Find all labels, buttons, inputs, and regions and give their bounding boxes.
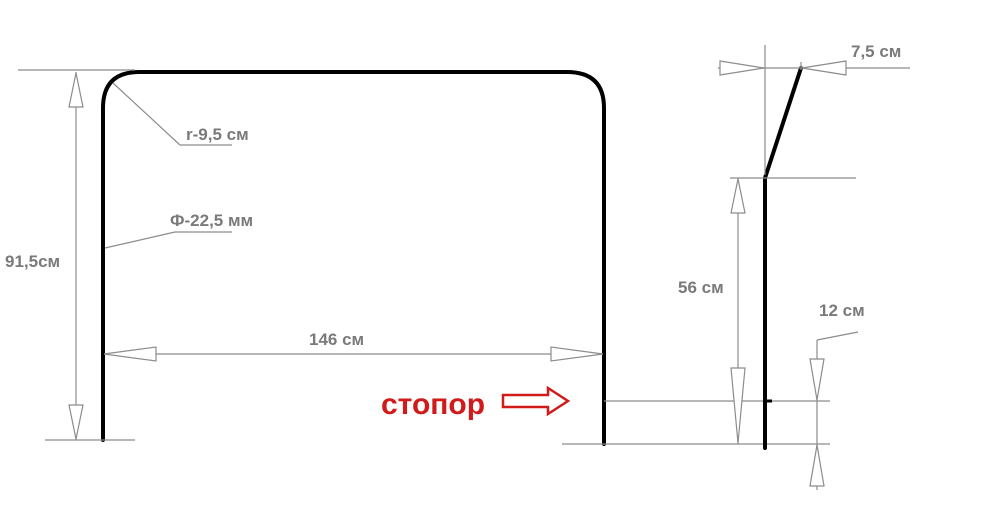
diameter-leader-line xyxy=(104,231,176,249)
height-label: 91,5см xyxy=(5,252,60,271)
width-label: 146 см xyxy=(309,330,364,349)
front-frame-tube xyxy=(101,70,606,446)
post-height-arrow-top xyxy=(730,178,746,214)
offset-arrow-right xyxy=(801,60,847,76)
stopper-label: стопор xyxy=(381,388,485,421)
stopper-arrow xyxy=(501,385,571,417)
stopper-height-arrow-top xyxy=(809,358,825,401)
post-height-label: 56 см xyxy=(678,278,724,297)
offset-arrow-left xyxy=(719,60,765,76)
stopper-height-leader xyxy=(816,331,859,341)
stopper-height-arrow-bottom xyxy=(809,444,825,487)
side-frame-tube xyxy=(763,66,803,450)
radius-label: r-9,5 см xyxy=(186,125,249,144)
stopper-height-label: 12 см xyxy=(819,301,865,320)
post-height-arrow-bottom xyxy=(730,367,746,444)
radius-leader-line xyxy=(112,82,181,146)
height-arrow-top xyxy=(68,72,84,108)
height-arrow-bottom xyxy=(68,404,84,440)
width-arrow-left xyxy=(103,346,157,362)
diameter-label: Ф-22,5 мм xyxy=(170,211,253,230)
width-arrow-right xyxy=(550,346,604,362)
offset-label: 7,5 см xyxy=(851,42,901,61)
